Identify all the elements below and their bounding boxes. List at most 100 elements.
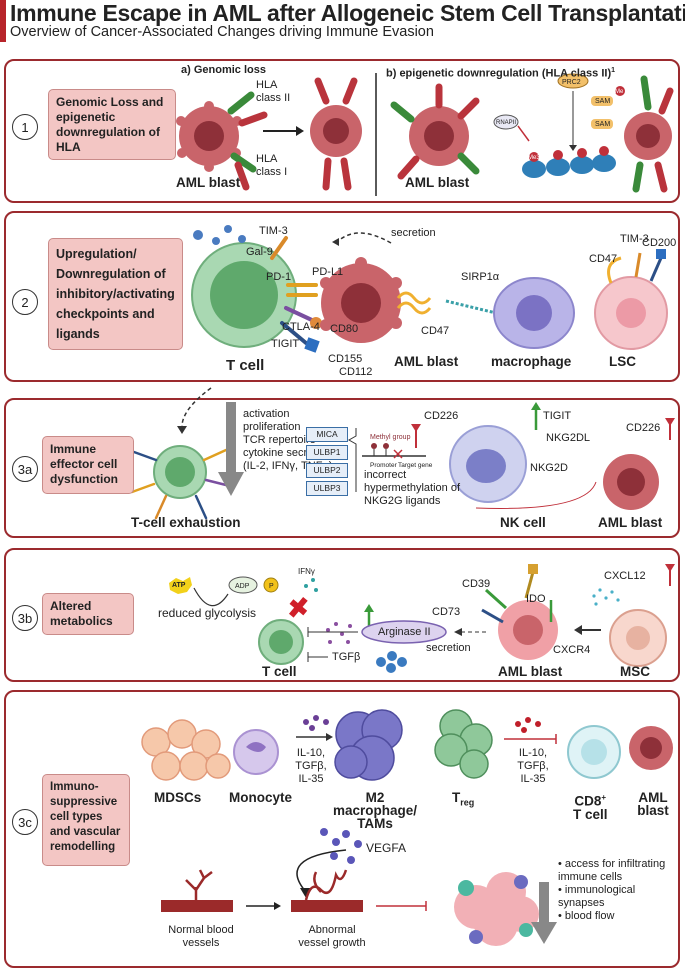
cd47-lsc-label: CD47 — [589, 253, 618, 265]
outcome-list: • access for infiltrating immune cells •… — [558, 858, 676, 923]
lsc-label: LSC — [609, 354, 636, 369]
effect-item: TCR repertoire — [243, 434, 316, 446]
aml-blast-label: AML blast — [498, 664, 563, 679]
treg-label: Treg — [452, 790, 475, 808]
panel-3c-graphics — [141, 709, 673, 946]
ligand-box: ULBP1 — [306, 445, 348, 460]
treg-cluster — [434, 709, 493, 779]
cd80-label: CD80 — [330, 323, 359, 335]
atp-label: ATP — [172, 582, 186, 589]
normal-blood-vessel — [161, 869, 233, 912]
t-cell-label: T cell — [226, 357, 265, 374]
step-number-3c: 3c — [12, 809, 38, 835]
outcome-item: • immunological synapses — [558, 884, 636, 909]
cd73-label: CD73 — [432, 606, 461, 618]
gal9-label: Gal-9 — [246, 246, 273, 258]
panel-2: 2 Upregulation/ Downregulation of inhibi… — [4, 211, 680, 382]
page-title: Immune Escape in AML after Allogeneic St… — [10, 0, 685, 26]
panel-2-label: Upregulation/ Downregulation of inhibito… — [48, 238, 183, 350]
aml-blast-cell — [629, 726, 673, 770]
outcome-item: • access for infiltrating immune cells — [558, 858, 666, 883]
t-cell — [191, 242, 297, 348]
me-label: Me — [615, 89, 624, 95]
tigit-label: TIGIT — [271, 338, 300, 350]
nk-cell — [449, 425, 527, 503]
pd1-label: PD-1 — [266, 271, 292, 283]
aml-blast-cell — [603, 454, 659, 510]
lsc-cell — [594, 276, 668, 350]
aml-blast-label: AML blast — [176, 175, 241, 190]
ido-label: IDO — [526, 593, 546, 605]
msc-cell — [609, 609, 667, 667]
reduced-glycolysis-label: reduced glycolysis — [158, 606, 257, 620]
ctla4-label: CTLA-4 — [282, 321, 320, 333]
title-accent-bar — [0, 0, 6, 42]
sam-label: SAM — [595, 121, 611, 128]
prc2-label: PRC2 — [562, 79, 581, 86]
panel-1: 1 Genomic Loss and epigenetic downregula… — [4, 59, 680, 203]
aml-blast-cell — [498, 600, 558, 660]
m2-macrophage-label: M2 macrophage/ TAMs — [332, 790, 418, 831]
cd112-label: CD112 — [339, 366, 373, 378]
aml-blast-cell — [409, 106, 469, 166]
cxcr4-label: CXCR4 — [553, 644, 591, 656]
tumor-mass — [454, 872, 539, 946]
target-gene-label: Target gene — [398, 462, 433, 469]
phosphate-label: P — [269, 583, 274, 590]
arginase-label: Arginase II — [378, 626, 431, 638]
page-subtitle: Overview of Cancer-Associated Changes dr… — [10, 24, 434, 40]
aml-blast-label: AML blast — [405, 175, 470, 190]
cxcl12-label: CXCL12 — [604, 570, 646, 582]
cytokines-label: IL-10, TGFβ, IL-35 — [295, 747, 327, 785]
tim3-lsc-label: TIM-3 — [620, 233, 649, 245]
effect-item: proliferation — [243, 421, 301, 433]
cytokines-label: IL-10, TGFβ, IL-35 — [517, 747, 549, 785]
step-number-1: 1 — [12, 114, 38, 140]
m2-macrophage-cluster — [334, 709, 403, 781]
macrophage-label: macrophage — [491, 354, 572, 369]
monocyte — [233, 729, 279, 775]
msc-label: MSC — [620, 664, 650, 679]
macrophage — [493, 277, 575, 349]
cd8-t-cell — [567, 725, 621, 779]
step-number-2: 2 — [12, 289, 38, 315]
chromatin-nucleosomes — [522, 154, 616, 178]
normal-vessels-label: Normal blood vessels — [168, 924, 234, 949]
tigit-label: TIGIT — [543, 410, 572, 422]
aml-blast-cell — [310, 105, 362, 157]
nkg2d-label: NKG2D — [530, 462, 568, 474]
mdsc-cluster — [141, 719, 231, 781]
t-cell-label: T cell — [262, 664, 297, 679]
aml-blast-cell — [176, 101, 242, 172]
vegfa-label: VEGFA — [366, 841, 407, 855]
hypermethylation-label: incorrect hypermethylation of NKG2G liga… — [364, 469, 460, 507]
me3-label: Me3 — [528, 155, 540, 161]
panel-3b-graphics — [169, 564, 675, 673]
panel-3b: 3b Altered metabolics ATP ADP P reduced … — [4, 548, 680, 682]
panel-1-graphics — [176, 73, 674, 196]
abnormal-blood-vessel — [291, 869, 363, 912]
step-number-3b: 3b — [12, 605, 38, 631]
ligand-box: MICA — [306, 427, 348, 442]
ligand-box: ULBP2 — [306, 463, 348, 478]
panel-3c-label: Immuno-suppressive cell types and vascul… — [42, 774, 130, 866]
aml-blast-label: AML blast — [637, 790, 669, 818]
panel-3a-label: Immune effector cell dysfunction — [42, 436, 134, 494]
heading-genomic-loss: a) Genomic loss — [181, 64, 266, 76]
hla-class-i-label: HLA class I — [256, 153, 288, 178]
tgf-beta-label: TGFβ — [332, 651, 361, 663]
pdl1-label: PD-L1 — [312, 266, 344, 278]
aml-blast-cell — [320, 257, 402, 343]
mdsc-label: MDSCs — [154, 790, 202, 805]
monocyte-label: Monocyte — [229, 790, 293, 805]
panel-1-label: Genomic Loss and epigenetic downregulati… — [48, 89, 176, 160]
nkg2dl-label: NKG2DL — [546, 432, 591, 444]
cd47-label: CD47 — [421, 325, 450, 337]
t-cell-exhaustion-label: T-cell exhaustion — [131, 515, 241, 530]
abnormal-vessels-label: Abnormal vessel growth — [298, 924, 366, 949]
cd226-label: CD226 — [424, 410, 459, 422]
ifn-gamma-label: IFNγ — [298, 567, 315, 576]
outcome-item: • blood flow — [558, 910, 615, 922]
cd226-blast-label: CD226 — [626, 422, 661, 434]
cd155-label: CD155 — [328, 353, 363, 365]
